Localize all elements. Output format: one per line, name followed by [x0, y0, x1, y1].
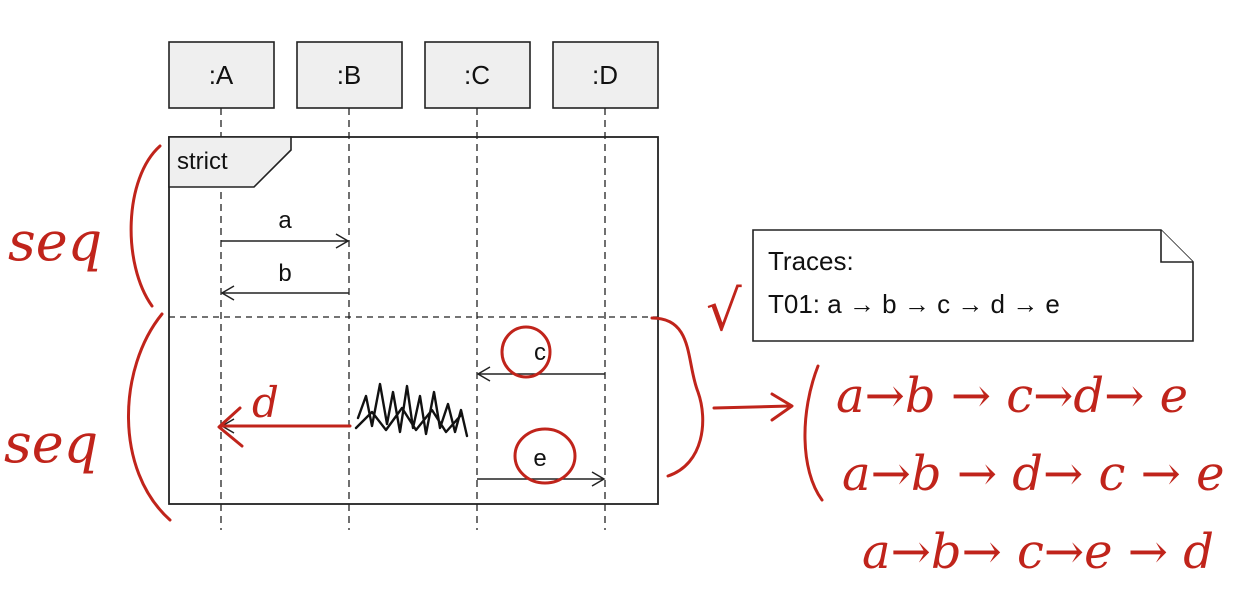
- message-a-arrowhead: [335, 233, 350, 249]
- handwritten-annotations: seq seq d √ a→b → c→d→ e a→b → d→ c → e …: [4, 144, 1225, 580]
- message-b-arrowhead: [220, 285, 235, 301]
- lifeline-c-label: :C: [464, 60, 490, 90]
- seq-label-top: seq: [8, 210, 102, 273]
- lifeline-a-box: [168, 41, 275, 109]
- implies-arrow-line: [712, 404, 792, 410]
- lifeline-b-label: :B: [337, 60, 362, 90]
- message-b: b: [220, 260, 349, 301]
- rewritten-label-d: d: [252, 378, 279, 427]
- lifeline-c-head: :C: [424, 41, 531, 109]
- brace-top: [129, 144, 162, 308]
- message-e-arrowhead: [591, 471, 606, 487]
- lifeline-a-head: :A: [168, 41, 275, 109]
- combined-fragment-frame: [168, 136, 659, 505]
- lifeline-b-box: [296, 41, 403, 109]
- message-c: c: [476, 339, 605, 382]
- lifeline-a-label: :A: [209, 60, 234, 90]
- operator-tab: [168, 136, 292, 188]
- message-e-label: e: [533, 445, 546, 472]
- note-trace: T01: a → b → c → d → e: [768, 289, 1060, 319]
- trace-list-bracket: [803, 364, 824, 502]
- message-e: e: [477, 445, 606, 487]
- message-c-arrowhead: [476, 366, 491, 382]
- implies-arrow-head: [770, 392, 794, 422]
- lifeline-d-head: :D: [552, 41, 659, 109]
- operator-label: strict: [177, 148, 228, 175]
- message-c-label: c: [534, 339, 546, 366]
- message-b-label: b: [278, 260, 291, 287]
- lifeline-b-head: :B: [296, 41, 403, 109]
- note-title: Traces:: [768, 246, 854, 276]
- message-a-label: a: [278, 207, 292, 234]
- traces-note: Traces: T01: a → b → c → d → e: [752, 229, 1194, 342]
- lifeline-d-box: [552, 41, 659, 109]
- brace-right: [650, 316, 705, 478]
- check-mark: √: [706, 279, 742, 344]
- scribbled-out-label: [354, 382, 469, 438]
- lifeline-d-label: :D: [592, 60, 618, 90]
- brace-bottom: [127, 312, 172, 522]
- lifeline-c-box: [424, 41, 531, 109]
- note-body: [752, 229, 1194, 342]
- circle-e: [513, 427, 577, 485]
- circle-c: [500, 325, 552, 379]
- message-a: a: [221, 207, 350, 249]
- trace-option-2: a→b → d→ c → e: [842, 446, 1225, 502]
- trace-option-3: a→b→ c→e → d: [862, 524, 1214, 580]
- redrawn-arrowhead-d: [217, 406, 244, 448]
- seq-label-bottom: seq: [4, 412, 98, 475]
- trace-option-1: a→b → c→d→ e: [836, 368, 1188, 424]
- note-folded-corner: [1160, 230, 1193, 263]
